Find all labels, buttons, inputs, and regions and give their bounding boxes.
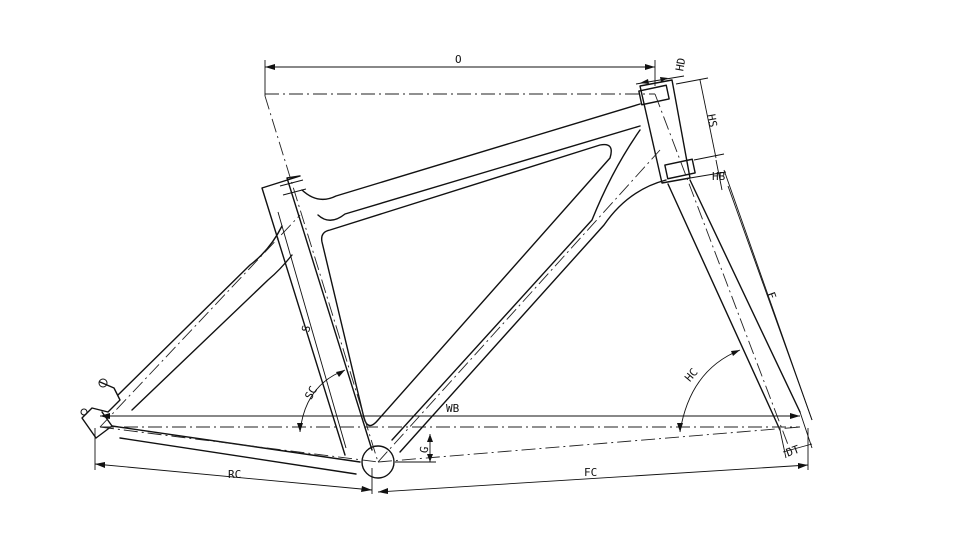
chain-stay: [111, 425, 361, 475]
rear-axle-bolt: [98, 378, 108, 388]
inner-triangle: [320, 143, 612, 427]
label-hs: HS: [704, 113, 719, 128]
dim-dt-line: [782, 443, 813, 453]
dim-hs-line: [699, 79, 717, 159]
dimension-labels: O HD HS HB F S SC HC WB G RC FC DT: [228, 53, 802, 481]
top-tube: [301, 103, 641, 221]
dimensions: [94, 60, 813, 494]
down-tube-centerline: [377, 149, 661, 463]
seat-stay: [117, 225, 293, 411]
head-tube-centerline: [654, 93, 791, 451]
dim-rc-line: [94, 463, 373, 491]
fork-offset-line: [377, 426, 801, 463]
label-o: O: [455, 53, 462, 66]
label-s: S: [299, 324, 313, 334]
dim-s-line: [277, 211, 347, 449]
rear-dropout: [81, 381, 121, 439]
label-hd: HD: [673, 57, 688, 72]
headset-lower-cup: [664, 158, 696, 180]
label-hc: HC: [682, 366, 700, 385]
label-sc: SC: [302, 384, 320, 402]
frame-outline: [80, 79, 801, 479]
dim-hc-arc: [679, 349, 741, 433]
seat-tube: [261, 175, 373, 456]
bottom-bracket-shell: [361, 445, 395, 479]
fork-blade: [667, 179, 801, 431]
down-tube: [391, 129, 667, 453]
rear-dropout-hole: [80, 408, 88, 416]
label-f: F: [764, 290, 778, 301]
dim-f-line: [723, 169, 813, 421]
seat-stay-centerline: [99, 214, 301, 428]
label-rc: RC: [228, 468, 241, 481]
dim-hb-line: [715, 159, 723, 191]
headset-upper-cup: [638, 84, 670, 106]
label-dt: DT: [784, 443, 801, 460]
dim-fc-line: [377, 464, 809, 493]
label-fc: FC: [584, 466, 597, 479]
seat-tube-centerline: [264, 95, 379, 463]
seat-tube-clamp: [279, 179, 307, 196]
label-wb: WB: [446, 402, 460, 415]
label-hb: HB: [712, 170, 726, 183]
center-lines: [99, 93, 801, 463]
label-g: G: [417, 445, 431, 454]
